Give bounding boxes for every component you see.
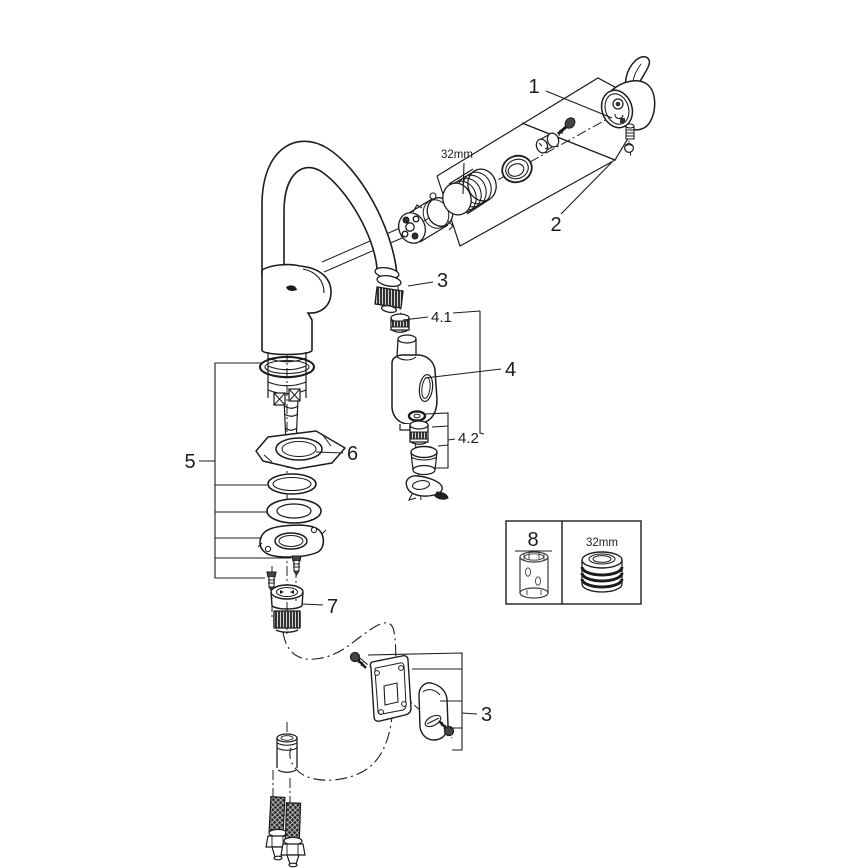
leader-2 — [560, 161, 613, 215]
leader-4 — [424, 368, 502, 379]
callout-3-bottom: 3 — [481, 704, 492, 726]
hose-guide-group — [349, 651, 455, 741]
leader-7 — [301, 603, 324, 606]
supply-hoses — [265, 796, 306, 868]
callout-4-1: 4.1 — [431, 309, 452, 326]
callout-lines — [199, 90, 613, 751]
handle-cap-plug — [623, 143, 634, 154]
guide-cover — [418, 682, 449, 741]
cap-nut-32mm — [442, 168, 497, 216]
callout-4-2: 4.2 — [458, 430, 479, 447]
trim-ring — [501, 154, 533, 184]
leader-4-1 — [402, 310, 481, 321]
box-cap-nut-32mm — [580, 551, 624, 593]
guide-wall-bracket — [369, 655, 412, 722]
leader-1 — [545, 90, 613, 119]
rubber-washer — [266, 498, 322, 524]
body-logo-mark — [286, 285, 297, 291]
hose-coupling — [374, 267, 404, 314]
service-tool — [519, 551, 549, 599]
leader-6 — [315, 451, 344, 454]
base-o-ring — [259, 356, 315, 378]
spray-column — [374, 267, 449, 501]
spray-valve-4-2 — [409, 420, 429, 445]
handle-body — [600, 79, 656, 131]
bracket-3-bottom — [367, 652, 478, 751]
spray-clip — [405, 475, 449, 501]
hose-connector — [276, 733, 298, 773]
callout-6: 6 — [347, 443, 358, 465]
spout-arc-outer — [261, 140, 398, 276]
aerator-cup — [410, 445, 438, 476]
mounting-stack — [255, 430, 346, 593]
callout-2: 2 — [550, 214, 561, 236]
callout-4: 4 — [505, 359, 516, 381]
cartridge-group — [398, 117, 576, 244]
spray-head — [391, 334, 438, 431]
adapter-nut — [535, 132, 560, 154]
handle-set-screw — [625, 123, 635, 140]
leader-3-top — [407, 281, 434, 287]
callout-32mm-top: 32mm — [441, 149, 473, 161]
bracket-4-2 — [424, 412, 456, 469]
stabilizer-plate — [255, 430, 346, 470]
guide-screw-b — [438, 720, 455, 737]
guide-screw-a — [349, 651, 367, 669]
faucet-body — [259, 140, 398, 453]
callout-32mm-box: 32mm — [586, 537, 618, 549]
callout-labels: 1 2 32mm 3 4.1 4 4.2 5 6 7 8 32mm 3 — [184, 76, 618, 726]
callout-3-top: 3 — [437, 270, 448, 292]
body-outline — [261, 263, 332, 356]
spray-adapter-4-1 — [390, 313, 410, 333]
callout-7: 7 — [327, 596, 338, 618]
callout-5: 5 — [184, 451, 195, 473]
callout-1: 1 — [528, 76, 539, 98]
body-boss-inner — [302, 268, 325, 294]
service-box-frame — [505, 520, 642, 605]
callout-8: 8 — [527, 529, 538, 551]
mounting-screw-left — [266, 571, 277, 593]
handle-screw — [557, 117, 576, 137]
spray-washer — [407, 410, 427, 422]
mounting-screw-right — [291, 555, 302, 577]
mounting-flange — [257, 524, 327, 558]
o-ring-2 — [267, 473, 317, 495]
check-valve — [270, 584, 304, 633]
supply-hose-right — [280, 802, 306, 868]
service-box — [505, 520, 642, 605]
bracket-4 — [479, 311, 485, 435]
leader-32mm — [462, 162, 465, 195]
handle-assembly — [600, 56, 656, 154]
bracket-5 — [199, 362, 291, 579]
